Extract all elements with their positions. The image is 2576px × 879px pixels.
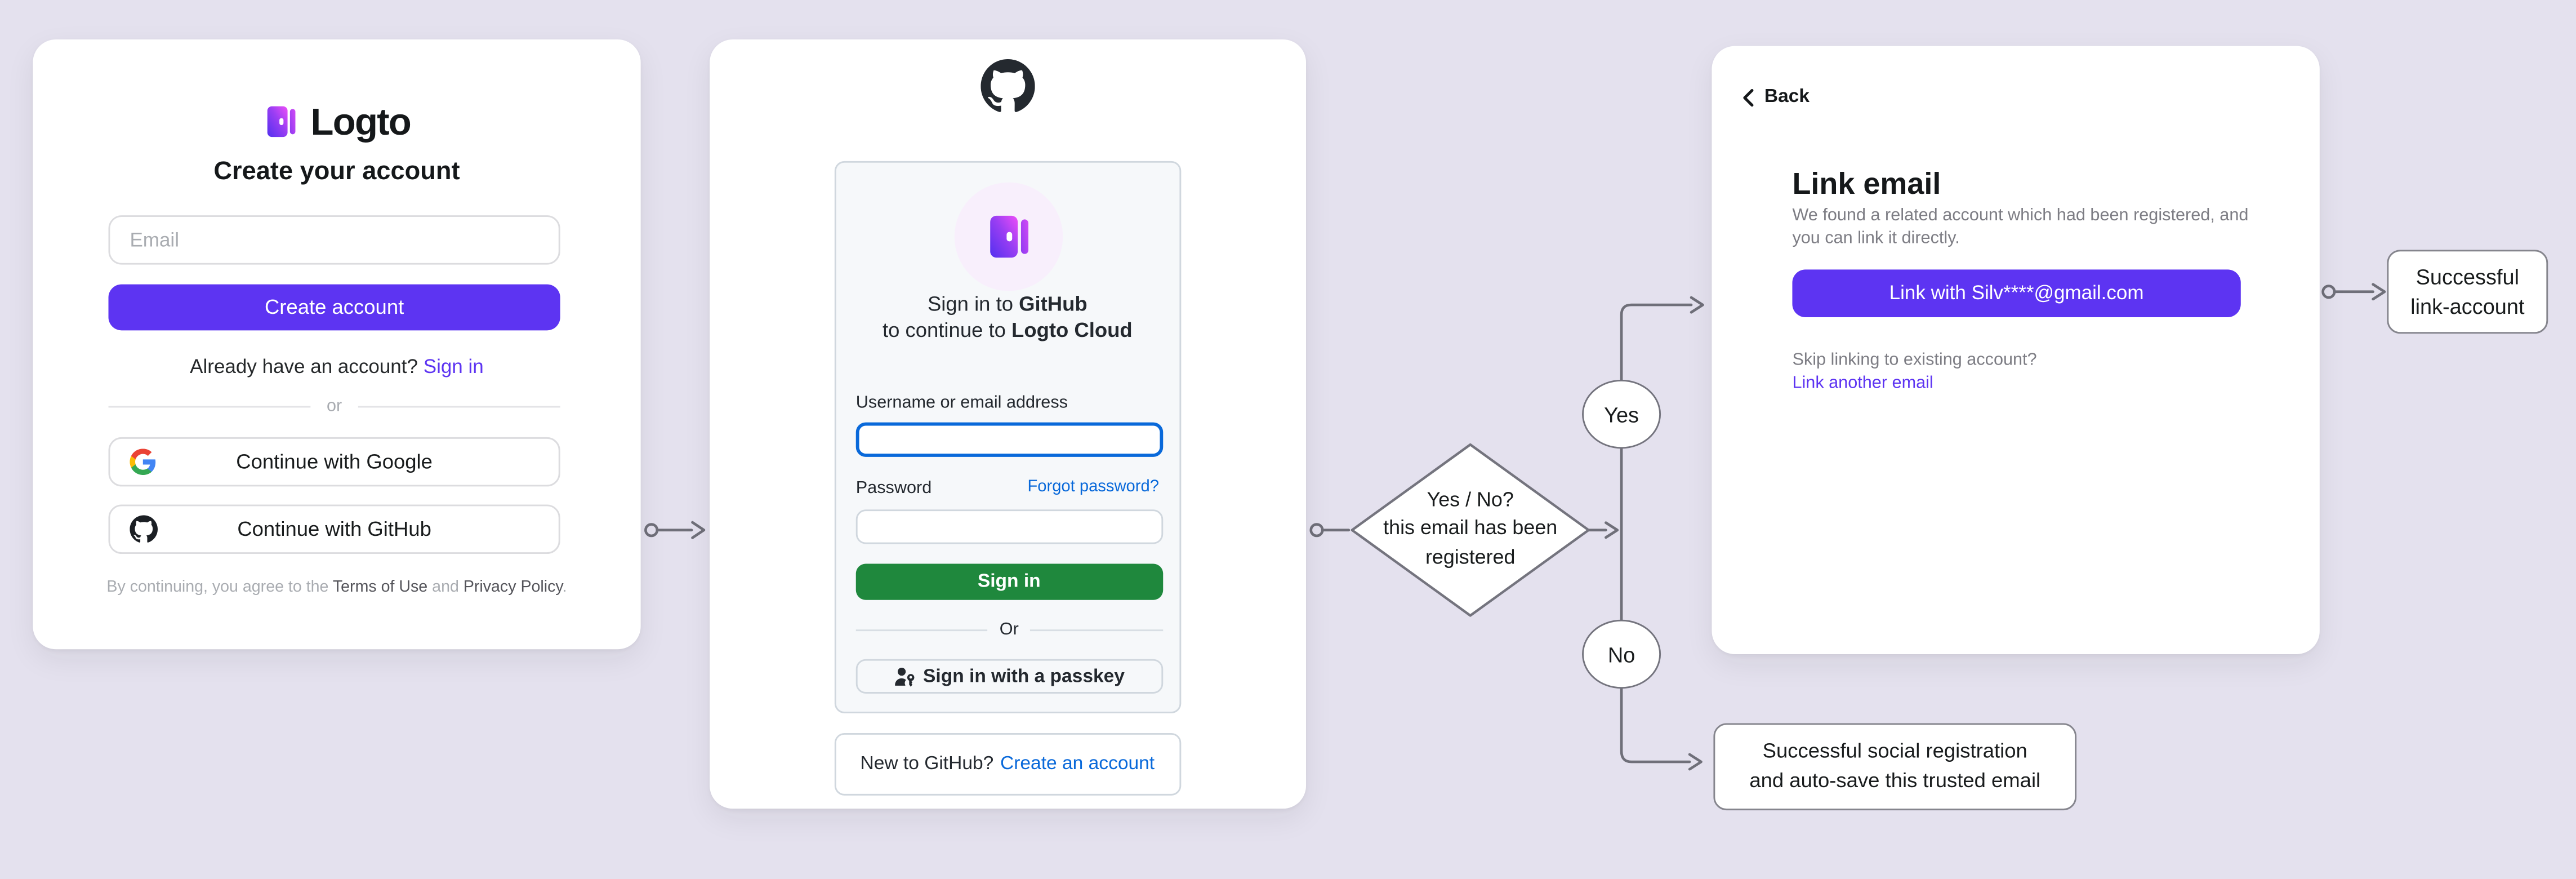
success-link-account-box: Successful link-account [2387, 250, 2548, 334]
continue-google-button[interactable]: Continue with Google [108, 437, 560, 486]
signup-title: Create your account [213, 158, 460, 186]
success-line: and auto-save this trusted email [1749, 769, 2041, 792]
github-or-divider: Or [855, 619, 1162, 640]
passkey-label: Sign in with a passkey [923, 666, 1125, 686]
skip-linking-text: Skip linking to existing account? [1792, 350, 2037, 370]
or-label: or [326, 396, 342, 416]
signin-link[interactable]: Sign in [423, 355, 484, 378]
terms-and: and [427, 578, 463, 597]
link-email-card: Back Link email We found a related accou… [1712, 46, 2320, 654]
logto-logo: Logto [33, 99, 640, 145]
chevron-left-icon [1741, 88, 1756, 106]
description-line: you can link it directly. [1792, 228, 1960, 248]
continue-brand: Logto Cloud [1011, 318, 1133, 341]
new-prompt: New to GitHub? [860, 754, 994, 774]
decision-line: Yes / No? [1427, 488, 1514, 512]
success-line: link-account [2410, 293, 2525, 318]
link-another-email-link[interactable]: Link another email [1792, 373, 1933, 393]
decision-line: registered [1425, 545, 1516, 569]
back-label: Back [1764, 87, 1810, 107]
link-email-description: We found a related account which had bee… [1792, 204, 2248, 250]
signin-brand: GitHub [1019, 291, 1088, 315]
divider-line [855, 628, 988, 631]
signin-to-text: Sign in to [927, 291, 1019, 315]
username-input[interactable] [855, 422, 1162, 457]
terms-of-use-link[interactable]: Terms of Use [332, 578, 428, 597]
continue-github-label: Continue with GitHub [237, 517, 431, 540]
or-label: Or [999, 619, 1019, 640]
divider-line [1030, 628, 1162, 631]
google-icon [130, 448, 156, 475]
new-to-github-box: New to GitHub? Create an account [834, 732, 1180, 796]
privacy-policy-link[interactable]: Privacy Policy [463, 578, 563, 597]
link-with-email-button[interactable]: Link with Silv****@gmail.com [1792, 268, 2241, 317]
terms-line: By continuing, you agree to the Terms of… [33, 579, 640, 598]
divider-line [108, 405, 310, 407]
password-label: Password [855, 477, 932, 498]
continue-to-text: to continue to [882, 318, 1012, 341]
github-signin-button[interactable]: Sign in [855, 563, 1162, 600]
oauth-heading: Sign in to GitHub to continue to Logto C… [836, 290, 1179, 343]
create-account-button[interactable]: Create account [108, 283, 560, 331]
signup-card: Logto Create your account Create account… [33, 39, 641, 650]
yes-node: Yes [1582, 379, 1661, 449]
passkey-signin-button[interactable]: Sign in with a passkey [855, 659, 1162, 694]
continue-google-label: Continue with Google [236, 450, 433, 473]
email-input[interactable] [108, 215, 560, 264]
success-social-registration-box: Successful social registration and auto-… [1713, 722, 2077, 810]
back-button[interactable]: Back [1741, 86, 1810, 109]
signin-prompt: Already have an account? [190, 355, 418, 378]
terms-period: . [562, 578, 567, 597]
no-node: No [1582, 619, 1661, 689]
github-icon [130, 514, 158, 543]
decision-label: Yes / No? this email has been registered [1349, 486, 1592, 571]
logto-door-icon [263, 104, 299, 140]
or-divider: or [108, 396, 560, 416]
logto-app-avatar [954, 181, 1063, 290]
description-line: We found a related account which had bee… [1792, 205, 2249, 225]
github-oauth-panel: Sign in to GitHub to continue to Logto C… [834, 160, 1180, 713]
github-logo-icon [981, 59, 1035, 122]
divider-line [358, 405, 560, 407]
success-line: Successful [2415, 264, 2520, 290]
success-line: Successful social registration [1762, 739, 2027, 763]
continue-github-button[interactable]: Continue with GitHub [108, 504, 560, 553]
forgot-password-link[interactable]: Forgot password? [1027, 477, 1159, 496]
logto-wordmark: Logto [310, 99, 411, 143]
username-label: Username or email address [855, 392, 1068, 412]
terms-prefix: By continuing, you agree to the [106, 578, 333, 597]
github-signin-card: Sign in to GitHub to continue to Logto C… [710, 39, 1307, 809]
passkey-icon [894, 665, 915, 687]
decision-line: this email has been [1383, 516, 1558, 540]
create-account-link[interactable]: Create an account [1000, 754, 1155, 774]
password-input[interactable] [855, 509, 1162, 544]
link-email-title: Link email [1792, 166, 1941, 201]
signin-prompt-row: Already have an account? Sign in [33, 355, 640, 378]
